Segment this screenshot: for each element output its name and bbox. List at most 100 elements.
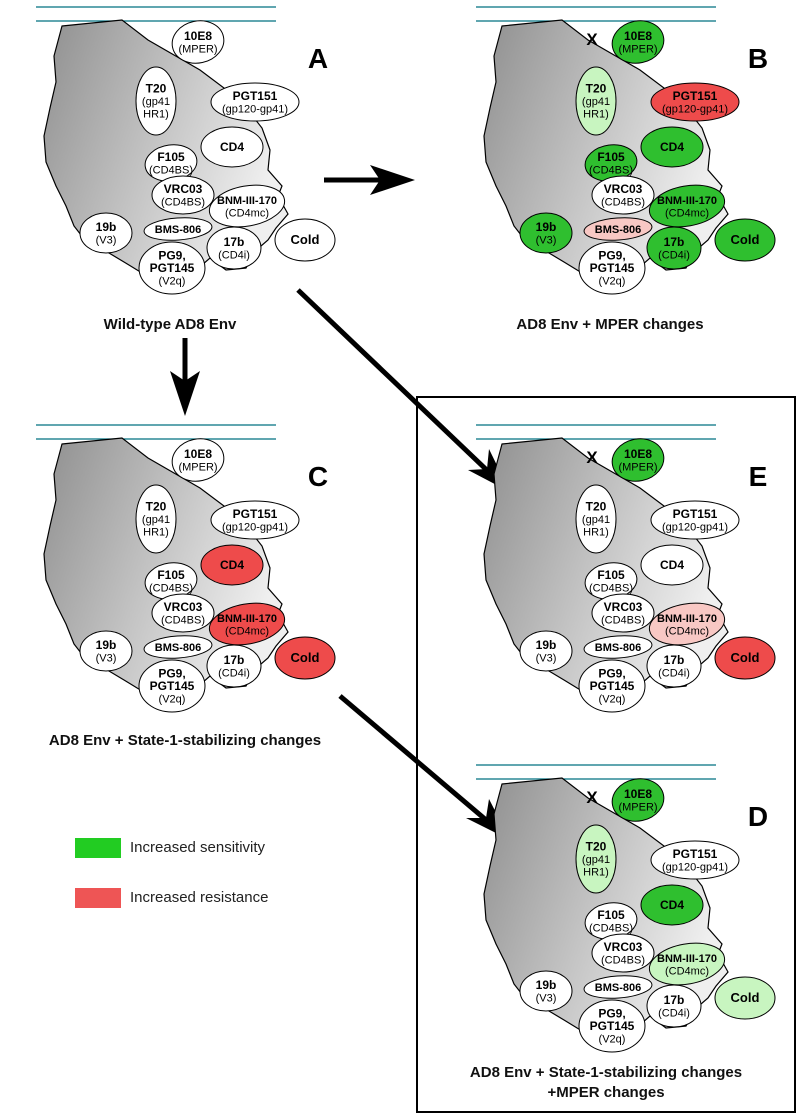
antigen-cd4-ellipse [640, 126, 704, 168]
antigen-t20-label: HR1) [583, 867, 609, 879]
antigen-cold-label: Cold [731, 232, 760, 247]
antigen-bms-label: BMS-806 [595, 982, 641, 994]
antigen-cold-label: Cold [291, 650, 320, 665]
antigen-e10e8-ellipse [171, 20, 225, 64]
antigen-t20-label: HR1) [143, 527, 169, 539]
antigen-bnm-label: (CD4mc) [665, 965, 709, 977]
antigen-e19b-ellipse [79, 630, 133, 672]
antigen-e17b-ellipse [206, 644, 262, 688]
antigen-vrc03: VRC03(CD4BS) [591, 175, 655, 215]
antigen-pg9-ellipse [138, 241, 206, 295]
antigen-bnm-label: BNM-III-170 [657, 953, 717, 965]
arrow-a-to-b [324, 165, 415, 195]
antigen-t20-label: (gp41 [582, 96, 610, 108]
antigen-e10e8-label: 10E8 [624, 29, 652, 43]
antigen-e10e8-ellipse [611, 778, 665, 822]
antigen-pg9-label: PG9, [598, 1007, 625, 1021]
antigen-pg9-label: (V2q) [599, 1034, 626, 1046]
antigen-vrc03-ellipse [591, 593, 655, 633]
antigen-t20-label: T20 [586, 82, 607, 96]
legend-label-sensitivity: Increased sensitivity [130, 839, 266, 856]
antigen-bnm-label: BNM-III-170 [657, 613, 717, 625]
panel-letter: C [308, 461, 328, 492]
legend-label-resistance: Increased resistance [130, 889, 269, 906]
antigen-t20-label: T20 [146, 82, 167, 96]
antigen-bnm-label: BNM-III-170 [217, 195, 277, 207]
antigen-vrc03-ellipse [591, 933, 655, 973]
antigen-e17b-label: (CD4i) [658, 249, 690, 261]
antigen-e17b-ellipse [646, 226, 702, 270]
panel-c: C10E8(MPER)T20(gp41HR1)PGT151(gp120-gp41… [36, 424, 336, 713]
antigen-t20-ellipse [575, 824, 617, 894]
legend-swatch-sensitivity [75, 838, 121, 858]
antigen-e10e8-label: 10E8 [624, 447, 652, 461]
antigen-vrc03: VRC03(CD4BS) [151, 593, 215, 633]
antigen-cd4-ellipse [640, 544, 704, 586]
antigen-e10e8: 10E8(MPER) [611, 778, 665, 822]
antigen-e10e8: 10E8(MPER) [611, 438, 665, 482]
antigen-cd4-label: CD4 [220, 140, 244, 154]
antigen-f105-label: (CD4BS) [589, 164, 633, 176]
antigen-pg9: PG9,PGT145(V2q) [578, 241, 646, 295]
antigen-cold-ellipse [274, 218, 336, 262]
antigen-bnm-label: BNM-III-170 [217, 613, 277, 625]
antigen-t20-label: HR1) [143, 109, 169, 121]
antigen-e17b: 17b(CD4i) [206, 644, 262, 688]
antigen-e19b-label: 19b [96, 638, 117, 652]
antigen-pgt151-label: PGT151 [673, 507, 718, 521]
antigen-vrc03-ellipse [151, 593, 215, 633]
antigen-pgt151-label: PGT151 [673, 847, 718, 861]
antigen-t20-label: (gp41 [582, 514, 610, 526]
antigen-bms-label: BMS-806 [595, 642, 641, 654]
antigen-bms: BMS-806 [143, 217, 213, 241]
antigen-f105-label: (CD4BS) [149, 582, 193, 594]
antigen-pg9-label: PG9, [158, 249, 185, 263]
antigen-e19b-label: 19b [536, 638, 557, 652]
caption-panel-b: AD8 Env + MPER changes [516, 316, 704, 333]
antigen-e10e8-ellipse [171, 438, 225, 482]
antigen-vrc03-label: (CD4BS) [601, 954, 645, 966]
antigen-cd4-label: CD4 [220, 558, 244, 572]
panel-letter: A [308, 43, 328, 74]
antigen-f105-label: (CD4BS) [589, 582, 633, 594]
antigen-vrc03-label: VRC03 [164, 600, 203, 614]
antigen-pgt151-label: (gp120-gp41) [662, 103, 728, 115]
antigen-e17b: 17b(CD4i) [646, 984, 702, 1028]
antigen-e17b: 17b(CD4i) [646, 226, 702, 270]
antigen-f105-label: F105 [597, 568, 625, 582]
antigen-bms-ellipse [143, 635, 213, 659]
antigen-f105-label: F105 [597, 150, 625, 164]
antigen-t20-label: (gp41 [142, 514, 170, 526]
antigen-e19b-ellipse [519, 212, 573, 254]
antigen-e10e8-label: 10E8 [624, 787, 652, 801]
antigen-pg9-label: PG9, [158, 667, 185, 681]
antigen-pg9-label: PG9, [598, 667, 625, 681]
antigen-bms-ellipse [583, 635, 653, 659]
antigen-pgt151-ellipse [650, 500, 740, 540]
arrow-a-to-e [296, 288, 510, 492]
antigen-pg9-label: (V2q) [159, 694, 186, 706]
antigen-e10e8: 10E8(MPER) [611, 20, 665, 64]
antigen-e19b-label: (V3) [536, 992, 557, 1004]
antigen-f105-label: F105 [157, 568, 185, 582]
mper-change-x-mark: X [586, 30, 598, 49]
antigen-e17b-ellipse [646, 984, 702, 1028]
antigen-e19b-label: (V3) [536, 652, 557, 664]
antigen-pgt151-ellipse [650, 840, 740, 880]
antigen-t20-ellipse [135, 484, 177, 554]
antigen-f105-label: (CD4BS) [149, 164, 193, 176]
antigen-e10e8: 10E8(MPER) [171, 438, 225, 482]
antigen-bnm: BNM-III-170(CD4mc) [648, 602, 726, 646]
mper-change-x-mark: X [586, 788, 598, 807]
antigen-cd4-label: CD4 [660, 898, 684, 912]
antigen-e19b-ellipse [519, 630, 573, 672]
antigen-cd4-ellipse [200, 126, 264, 168]
antigen-cd4-label: CD4 [660, 140, 684, 154]
antigen-bms-ellipse [143, 217, 213, 241]
antigen-cold: Cold [714, 976, 776, 1020]
antigen-cd4: CD4 [640, 884, 704, 926]
antigen-vrc03: VRC03(CD4BS) [591, 933, 655, 973]
antigen-pg9: PG9,PGT145(V2q) [138, 241, 206, 295]
